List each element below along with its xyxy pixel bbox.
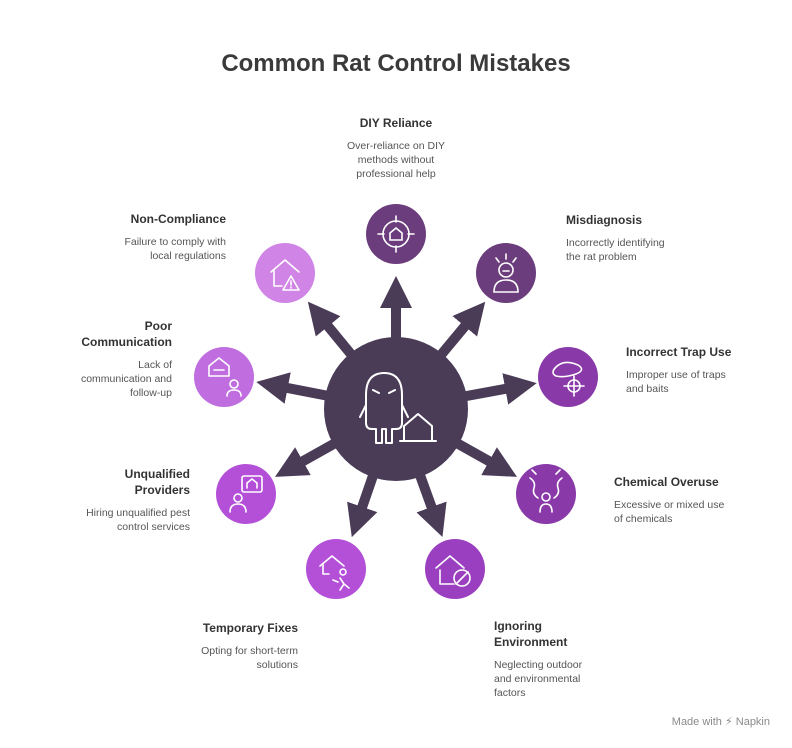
item-title: Misdiagnosis bbox=[566, 213, 643, 227]
label-temporary-fixes: Temporary Fixes Opting for short-term so… bbox=[158, 620, 298, 672]
label-chemical-overuse: Chemical Overuse Excessive or mixed use … bbox=[614, 474, 754, 526]
house-no-icon bbox=[435, 555, 471, 587]
item-temporary-fixes bbox=[306, 539, 366, 599]
diagram-title: Common Rat Control Mistakes bbox=[221, 50, 571, 77]
hub bbox=[324, 337, 468, 481]
item-poor-communication bbox=[194, 347, 254, 407]
item-ignoring-environment bbox=[425, 539, 485, 599]
item-title: Chemical Overuse bbox=[614, 475, 719, 489]
item-misdiagnosis bbox=[476, 243, 536, 303]
label-unqualified-providers: Unqualified Providers Hiring unqualified… bbox=[50, 466, 190, 534]
person-chat-house-icon bbox=[208, 357, 242, 397]
item-description: Over-reliance on DIY methods without pro… bbox=[346, 140, 446, 180]
chemical-person-icon bbox=[529, 469, 563, 513]
person-house-bubble-icon bbox=[229, 475, 263, 513]
target-house-icon bbox=[377, 215, 415, 253]
item-incorrect-trap-use bbox=[538, 347, 598, 407]
label-misdiagnosis: Misdiagnosis Incorrectly identifying the… bbox=[566, 212, 706, 264]
item-description: Opting for short-term solutions bbox=[201, 645, 298, 671]
item-title: Unqualified Providers bbox=[124, 467, 190, 497]
label-ignoring-environment: Ignoring Environment Neglecting outdoor … bbox=[494, 618, 634, 700]
label-non-compliance: Non-Compliance Failure to comply with lo… bbox=[86, 211, 226, 263]
item-description: Lack of communication and follow-up bbox=[80, 359, 172, 399]
footer-credit: Made with ⚡ Napkin bbox=[671, 716, 770, 728]
item-title: Ignoring Environment bbox=[494, 619, 568, 649]
item-title: DIY Reliance bbox=[359, 116, 433, 130]
item-description: Excessive or mixed use of chemicals bbox=[614, 499, 725, 525]
item-diy-reliance bbox=[366, 204, 426, 264]
item-description: Improper use of traps and baits bbox=[626, 369, 726, 395]
house-warning-icon bbox=[270, 259, 300, 291]
label-incorrect-trap-use: Incorrect Trap Use Improper use of traps… bbox=[626, 344, 766, 396]
item-description: Incorrectly identifying the rat problem bbox=[566, 237, 665, 263]
label-diy-reliance: DIY Reliance Over-reliance on DIY method… bbox=[326, 115, 466, 181]
confused-person-icon bbox=[493, 253, 519, 293]
item-description: Neglecting outdoor and environmental fac… bbox=[494, 659, 583, 699]
rat-and-house-icon bbox=[359, 372, 437, 444]
item-unqualified-providers bbox=[216, 464, 276, 524]
item-description: Failure to comply with local regulations bbox=[124, 236, 226, 262]
house-running-person-icon bbox=[319, 555, 350, 591]
item-description: Hiring unqualified pest control services bbox=[86, 507, 190, 533]
item-title: Incorrect Trap Use bbox=[626, 345, 732, 359]
item-title: Poor Communication bbox=[81, 319, 172, 349]
item-title: Non-Compliance bbox=[130, 212, 226, 226]
item-chemical-overuse bbox=[516, 464, 576, 524]
trap-crosshair-icon bbox=[552, 361, 585, 397]
item-title: Temporary Fixes bbox=[202, 621, 298, 635]
label-poor-communication: Poor Communication Lack of communication… bbox=[32, 318, 172, 400]
item-non-compliance bbox=[255, 243, 315, 303]
